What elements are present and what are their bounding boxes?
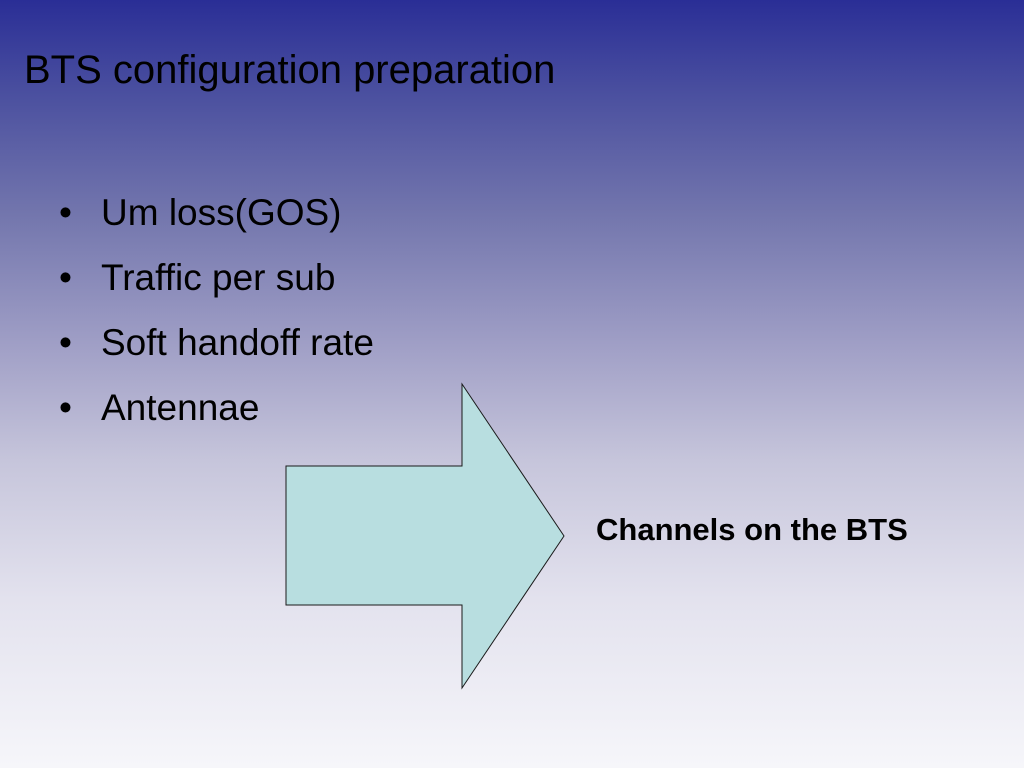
bullet-item-soft-handoff: • Soft handoff rate — [55, 322, 374, 387]
bullet-item-um-loss: • Um loss(GOS) — [55, 192, 374, 257]
slide-title: BTS configuration preparation — [24, 48, 556, 92]
bullet-dot-icon: • — [59, 257, 72, 298]
bullet-text: Soft handoff rate — [101, 322, 374, 363]
bullet-text: Um loss(GOS) — [101, 192, 342, 233]
bullet-dot-icon: • — [59, 192, 72, 233]
bullet-list: • Um loss(GOS) • Traffic per sub • Soft … — [55, 192, 374, 452]
bullet-dot-icon: • — [59, 322, 72, 363]
bullet-text: Traffic per sub — [101, 257, 336, 298]
arrow-caption: Channels on the BTS — [596, 512, 908, 547]
bullet-dot-icon: • — [59, 387, 72, 428]
bullet-item-antennae: • Antennae — [55, 387, 374, 452]
bullet-item-traffic: • Traffic per sub — [55, 257, 374, 322]
bullet-text: Antennae — [101, 387, 260, 428]
